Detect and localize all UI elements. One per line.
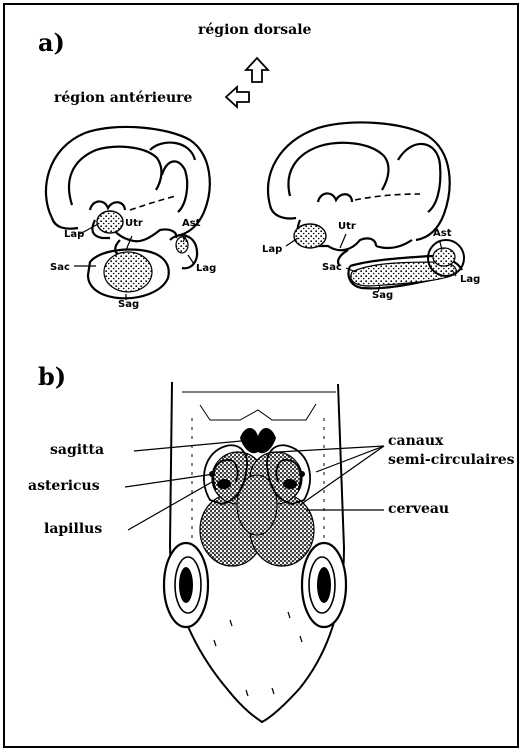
lapillus-otolith-b-right xyxy=(299,471,305,477)
lapillus-label: lapillus xyxy=(44,521,102,537)
fish-eye-left xyxy=(164,543,208,627)
ast-label-right: Ast xyxy=(433,228,451,239)
canaux-label-line2: semi-circulaires xyxy=(388,452,515,468)
lap-label-left: Lap xyxy=(64,229,84,240)
astericus-otolith-b xyxy=(217,479,231,489)
lapillus-otolith-right xyxy=(294,224,326,248)
fish-eye-right xyxy=(302,543,346,627)
brain xyxy=(200,452,314,566)
lapillus-otolith-left xyxy=(97,211,123,233)
cerveau-label: cerveau xyxy=(388,501,449,517)
sag-label-right: Sag xyxy=(372,290,393,301)
asteriscus-otolith-right xyxy=(433,248,455,266)
canaux-label-line1: canaux xyxy=(388,433,443,449)
sagitta-otolith-left xyxy=(104,252,152,292)
lag-label-left: Lag xyxy=(196,263,216,274)
utr-label-left: Utr xyxy=(125,218,143,229)
utr-label-right: Utr xyxy=(338,221,356,232)
astericus-label: astericus xyxy=(28,478,100,494)
lap-label-right: Lap xyxy=(262,244,282,255)
asteriscus-otolith-left xyxy=(176,237,188,253)
up-arrow-outline-icon xyxy=(246,58,268,82)
sag-label-left: Sag xyxy=(118,299,139,310)
lag-label-right: Lag xyxy=(460,274,480,285)
left-arrow-outline-icon xyxy=(226,87,249,107)
panel-b-label: b) xyxy=(38,362,66,391)
ast-label-left: Ast xyxy=(182,218,200,229)
sac-label-left: Sac xyxy=(50,262,70,273)
astericus-otolith-b-right xyxy=(283,479,297,489)
sagitta-label: sagitta xyxy=(50,442,104,458)
sac-label-right: Sac xyxy=(322,262,342,273)
